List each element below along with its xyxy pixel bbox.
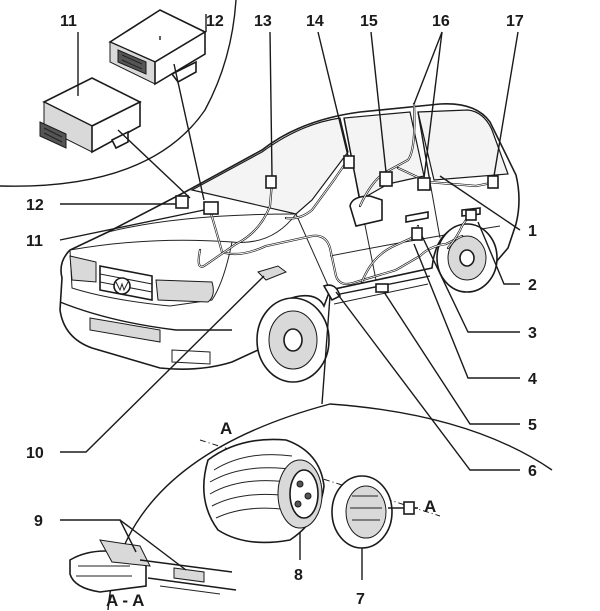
callout-16: 16 <box>432 13 450 30</box>
callout-8: 8 <box>294 567 303 584</box>
connector-6 <box>322 284 341 302</box>
callout-15: 15 <box>360 13 378 30</box>
callout-13: 13 <box>254 13 272 30</box>
left-headlight <box>69 255 97 283</box>
callout-12-side: 12 <box>26 197 44 214</box>
callout-17: 17 <box>506 13 524 30</box>
connector-12 <box>175 195 189 209</box>
detail-view <box>69 295 553 611</box>
connector-2 <box>465 209 477 221</box>
callout-labels: 11 12 13 14 15 16 17 12 11 1 2 3 4 5 6 1… <box>26 13 537 610</box>
connector-13 <box>265 175 277 189</box>
section-cut-label: A - A <box>106 591 144 610</box>
callout-4: 4 <box>528 371 537 388</box>
callout-7: 7 <box>356 591 365 608</box>
callout-12-top: 12 <box>206 13 224 30</box>
right-headlight <box>155 279 214 303</box>
rear-side-window <box>417 109 509 181</box>
connector-16 <box>417 177 431 191</box>
callout-3: 3 <box>528 325 537 342</box>
control-unit-12 <box>108 9 207 86</box>
callout-11-side: 11 <box>26 233 43 250</box>
connector-17 <box>487 175 499 189</box>
connector-3 <box>411 227 423 241</box>
callout-6: 6 <box>528 463 537 480</box>
callout-2: 2 <box>528 277 537 294</box>
leader-lines <box>59 14 521 580</box>
side-mirror <box>349 195 383 227</box>
vw-badge <box>113 277 131 295</box>
section-marker-right: A <box>424 497 436 516</box>
callout-9: 9 <box>34 513 43 530</box>
connector-11 <box>203 201 219 215</box>
connector-5 <box>375 283 389 293</box>
callout-14: 14 <box>306 13 324 30</box>
rubber-boot <box>202 438 325 544</box>
callout-1: 1 <box>528 223 537 240</box>
control-unit-11 <box>39 77 142 154</box>
section-a-a-sketch <box>69 539 237 595</box>
control-units-inset <box>0 0 237 187</box>
callout-11-top: 11 <box>60 13 77 30</box>
section-marker-top: A <box>220 419 232 438</box>
connector-15 <box>379 171 393 187</box>
front-wheel <box>256 297 330 383</box>
rear-wheel <box>436 223 498 293</box>
inset-border-arc <box>0 0 237 187</box>
windshield <box>190 117 349 215</box>
callout-5: 5 <box>528 417 537 434</box>
round-plug <box>331 475 418 549</box>
callout-10: 10 <box>26 445 44 462</box>
connector-14 <box>343 155 355 169</box>
